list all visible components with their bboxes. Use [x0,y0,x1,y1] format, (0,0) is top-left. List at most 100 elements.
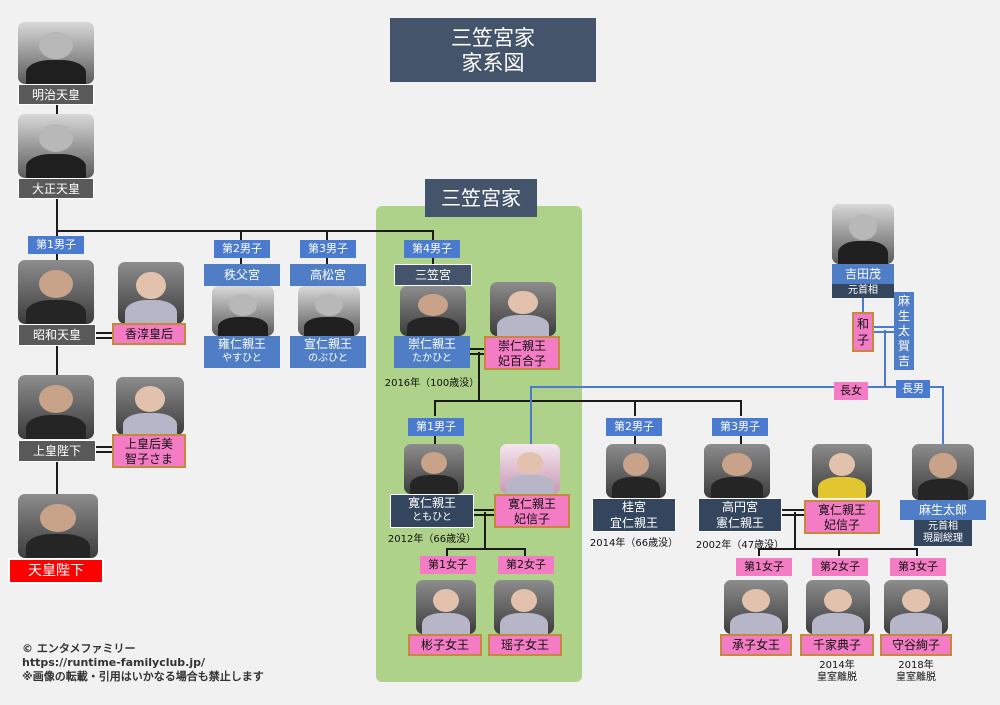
tag-eldest-son: 長男 [896,380,930,398]
nobuko-photo [500,444,560,494]
nobuko-label: 寛仁親王 妃信子 [494,494,570,528]
marriage-line [96,446,116,448]
marriage-line [96,332,118,334]
hisako-label: 寛仁親王 妃信子 [804,500,880,534]
tag-t-dau1: 第1女子 [420,556,476,574]
jokogo-line2: 智子さま [124,452,173,466]
ayako-note: 2018年 皇室離脱 [880,660,952,684]
tag-k-dau2: 第2女子 [812,558,868,576]
tomohito-label: 寛仁親王 ともひと [390,494,474,528]
kazuko-char1: 和 [856,317,869,331]
connector-line [740,436,742,444]
takamado-label: 高円宮 憲仁親王 [698,498,782,532]
connector-line [758,548,760,556]
kojun-label: 香淳皇后 [112,323,186,345]
chichibu-name: 雍仁親王 [217,337,266,351]
noriko-note-text: 皇室離脱 [817,672,857,683]
chart-title-line1: 三笠宮家 [451,26,535,50]
aso-takakichi-char: 太 [897,324,910,338]
akiko-label: 彬子女王 [408,634,482,656]
ayako-note-year: 2018年 [898,660,934,671]
tomohito-name: 寛仁親王 [407,496,456,510]
yoko-label: 瑶子女王 [488,634,562,656]
nobuko-line2: 妃信子 [513,512,550,526]
connector-line [838,548,840,556]
meiji-label: 明治天皇 [18,84,94,105]
taisho-label: 大正天皇 [18,178,94,199]
tomohito-photo [404,444,464,494]
jokogo-photo [116,377,184,435]
kojun-photo [118,262,184,324]
noriko-note: 2014年 皇室離脱 [800,660,874,684]
noriko-note-year: 2014年 [819,660,855,671]
credit-url: https://runtime-familyclub.jp/ [22,656,206,669]
takamado-photo [704,444,770,498]
aso-taro-label: 麻生太郎 [900,500,986,520]
connector-line [434,400,436,416]
katsura-label: 桂宮 宜仁親王 [592,498,676,532]
takahito-reading: たかひと [412,353,452,364]
takahito-label: 崇仁親王 たかひと [394,336,470,368]
chart-title-line2: 家系図 [461,51,525,75]
mikasa-section-title: 三笠宮家 [425,179,537,217]
takamado-name: 憲仁親王 [715,516,764,530]
marriage-line [874,326,894,328]
aso-taro-photo [912,444,974,500]
marriage-line [474,509,494,511]
connector-line [434,436,436,444]
takahito-photo [400,286,466,336]
aso-takakichi-char: 生 [897,309,910,323]
marriage-line [782,509,806,511]
showa-label: 昭和天皇 [18,324,96,346]
tag-k-dau1: 第1女子 [736,558,792,576]
takamatsu-photo [298,286,360,336]
aso-takakichi-char: 吉 [897,354,910,368]
connector-line [524,548,526,556]
hisako-line1: 寛仁親王 [817,503,866,517]
aso-taro-role: 元首相 現副総理 [914,520,972,546]
kazuko-label: 和 子 [852,312,874,352]
tag-m-son1: 第1男子 [408,418,464,436]
jokogo-label: 上皇后美 智子さま [112,434,186,468]
tag-m-son3: 第3男子 [712,418,768,436]
yuriko-line1: 崇仁親王 [497,339,546,353]
yuriko-photo [490,282,556,336]
akiko-photo [416,580,476,634]
chichibu-reading: やすひと [222,353,262,364]
connector-line [56,230,434,232]
connector-line [884,330,886,388]
chichibu-house: 秩父宮 [204,264,280,286]
tomohito-death-note: 2012年（66歳没） [387,534,477,545]
connector-line [478,352,480,402]
tag-son3: 第3男子 [300,240,356,258]
joko-label: 上皇陛下 [18,440,96,462]
aso-takakichi-char: 麻 [897,294,910,308]
connector-line [56,346,58,376]
connector-line [530,386,532,444]
kazuko-char2: 子 [856,333,869,347]
katsura-house: 桂宮 [621,500,646,514]
connector-line [434,400,742,402]
takamatsu-reading: のぶひと [308,353,348,364]
tag-t-dau2: 第2女子 [498,556,554,574]
tenno-photo [18,494,98,558]
hisako-photo [812,444,872,498]
katsura-photo [606,444,666,498]
takahito-death-note: 2016年（100歳没） [384,378,480,389]
ayako-photo [884,580,948,634]
tsuguko-photo [724,580,788,634]
tag-m-son2: 第2男子 [606,418,662,436]
connector-line [916,548,918,556]
takamado-death-note: 2002年（47歳没） [695,540,785,551]
chart-title: 三笠宮家 家系図 [390,18,596,82]
tenno-label: 天皇陛下 [8,558,104,584]
showa-photo [18,260,94,324]
yoshida-label: 吉田茂 [832,264,894,284]
tsuguko-label: 承子女王 [720,634,792,656]
connector-line [794,512,796,550]
aso-takakichi-char: 賀 [897,339,910,353]
marriage-line [96,451,116,453]
noriko-photo [806,580,870,634]
connector-line [484,512,486,550]
tag-eldest-daughter: 長女 [834,382,868,400]
